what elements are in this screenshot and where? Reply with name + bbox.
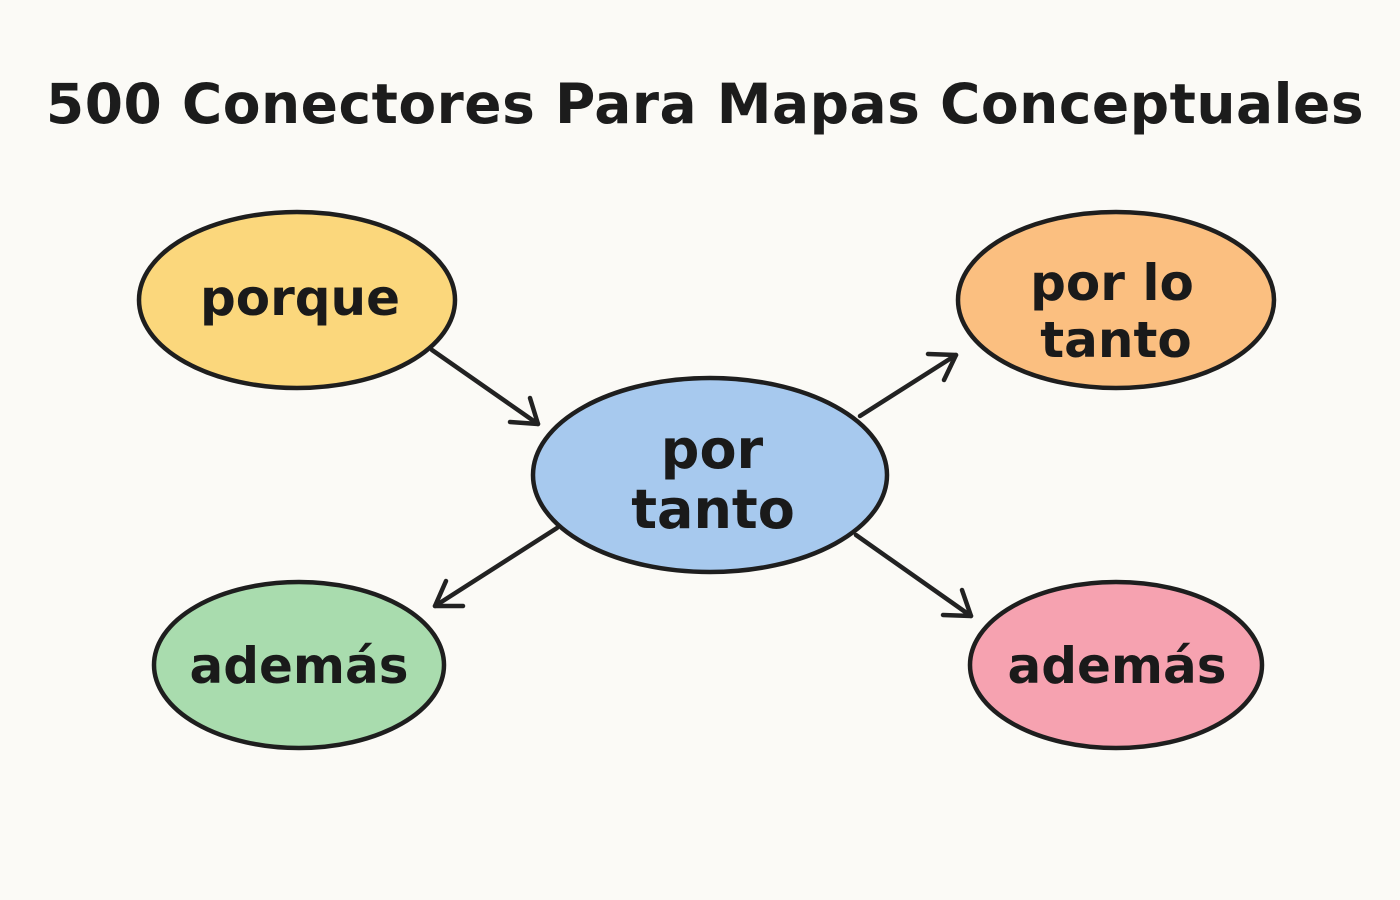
node-por-lo-tanto: por lo tanto [955, 209, 1277, 391]
node-por-tanto-center: por tanto [530, 375, 890, 575]
node-label: tanto [1040, 311, 1192, 369]
arrow-porque-to-center [429, 347, 541, 427]
arrow-center-to-ademas-left [432, 525, 560, 609]
node-label: además [1007, 637, 1226, 695]
node-label: por lo [1030, 254, 1194, 312]
diagram-title: 500 Conectores Para Mapas Conceptuales [45, 72, 1365, 136]
node-label: tanto [631, 478, 795, 541]
node-ademas-right: además [967, 579, 1265, 751]
node-porque: porque [136, 209, 458, 391]
node-label: además [189, 637, 408, 695]
arrow-center-to-ademas-right [853, 532, 974, 619]
node-label: por [661, 418, 764, 481]
node-ademas-left: además [151, 579, 447, 751]
node-label: porque [200, 269, 400, 327]
arrow-center-to-por-lo-tanto [857, 351, 959, 419]
